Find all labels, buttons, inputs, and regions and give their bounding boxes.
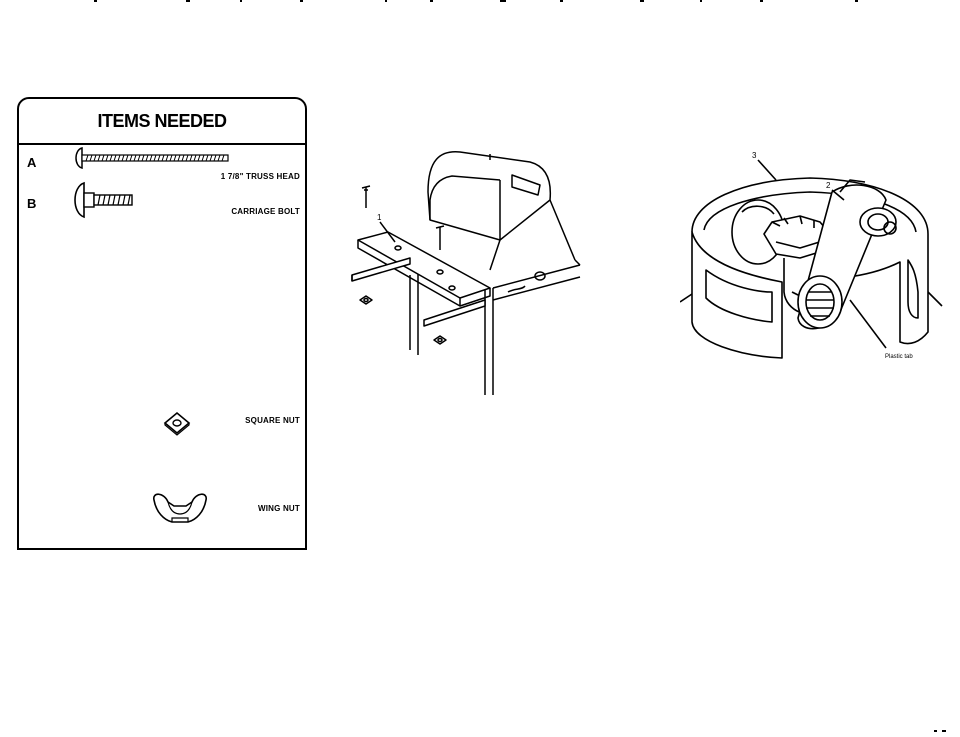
grill-shelf-assembly-diagram: 1 [351, 151, 581, 395]
part-label-square-nut: SQUARE NUT [245, 416, 300, 425]
tank-callout-3: 3 [752, 151, 757, 160]
items-needed-title: ITEMS NEEDED [97, 110, 227, 131]
part-label-truss-head: 1 7/8" TRUSS HEAD [220, 172, 300, 181]
plastic-tab-label: Plastic tab [885, 354, 913, 360]
part-label-carriage-bolt: CARRIAGE BOLT [231, 207, 300, 216]
square-nut-icon [163, 411, 191, 436]
wing-nut-icon [153, 493, 207, 523]
part-letter-a: A [27, 155, 37, 170]
part-letter-b: B [27, 196, 37, 211]
part-label-wing-nut: WING NUT [257, 504, 300, 513]
items-needed-panel: ITEMS NEEDED [17, 97, 307, 550]
grill-callout-1: 1 [377, 213, 382, 222]
items-needed-header: ITEMS NEEDED [19, 99, 305, 145]
scan-corner-mark [934, 730, 946, 732]
tank-holder-diagram: 3 2 Plastic tab [680, 151, 943, 360]
truss-head-bolt-icon [75, 147, 229, 169]
scan-artifact-strip [94, 0, 858, 2]
tank-callout-2: 2 [826, 181, 831, 190]
carriage-bolt-icon [74, 181, 133, 219]
